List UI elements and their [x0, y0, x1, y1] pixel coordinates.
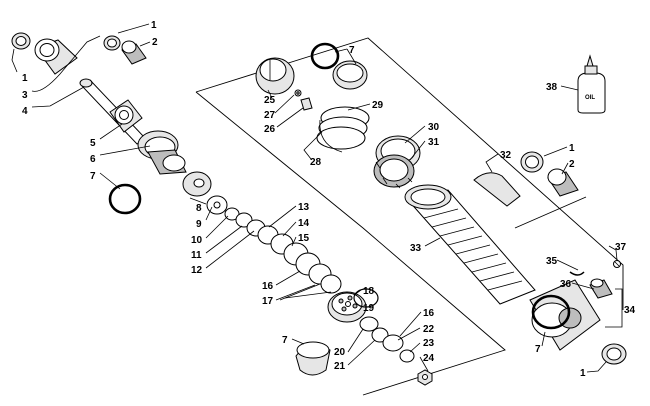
callout-7: 7 [535, 344, 541, 355]
callout-5: 5 [90, 138, 96, 149]
bushing-1-top-left [11, 32, 31, 50]
callout-15: 15 [298, 233, 310, 244]
callout-12: 12 [191, 265, 203, 276]
spacer-2 [121, 40, 147, 65]
callout-18: 18 [363, 286, 375, 297]
callout-6: 6 [90, 154, 96, 165]
callout-29: 29 [372, 100, 384, 111]
washer-8 [182, 171, 212, 197]
piston-stack [182, 171, 433, 386]
callout-23: 23 [423, 338, 435, 349]
shim-20 [359, 316, 379, 332]
washer-23 [399, 349, 415, 363]
callout-1: 1 [151, 20, 157, 31]
callout-25: 25 [264, 95, 276, 106]
bushing-sleeve-3 [34, 38, 78, 75]
callout-2: 2 [569, 159, 575, 170]
screw-37 [613, 260, 621, 268]
callout-labels: 1 2 1 3 4 5 6 7 8 9 10 11 12 13 14 15 16… [22, 20, 636, 379]
callout-28: 28 [310, 157, 322, 168]
callout-21: 21 [334, 361, 346, 372]
callout-14: 14 [298, 218, 310, 229]
snap-ring-35 [569, 271, 585, 276]
shaft-seal-head-6 [137, 130, 187, 175]
oil-bottle-38: OIL [577, 54, 606, 114]
o-ring-7-top [310, 42, 340, 70]
callout-20: 20 [334, 347, 346, 358]
shock-body-33 [404, 184, 536, 305]
callout-36: 36 [560, 279, 572, 290]
callout-33: 33 [410, 243, 422, 254]
callout-10: 10 [191, 235, 203, 246]
spring-adjuster-30 [373, 135, 421, 189]
o-ring-7-bottom-right [531, 294, 571, 330]
bladder-29-28 [316, 106, 370, 153]
callout-9: 9 [196, 219, 202, 230]
valve-36 [589, 278, 613, 299]
callout-1: 1 [580, 368, 586, 379]
oil-label-text: OIL [585, 95, 595, 101]
callout-38: 38 [546, 82, 558, 93]
piston-18 [327, 291, 367, 323]
callout-30: 30 [428, 122, 440, 133]
bump-cap-32 [473, 172, 521, 207]
callout-35: 35 [546, 256, 558, 267]
callout-7: 7 [349, 45, 355, 56]
callout-3: 3 [22, 90, 28, 101]
callout-34: 34 [624, 305, 636, 316]
callout-22: 22 [423, 324, 435, 335]
bushing-1-bottom-right [601, 343, 627, 365]
lower-eyelet-body [529, 279, 601, 351]
o-ring-7-left [108, 183, 142, 215]
callout-11: 11 [191, 250, 202, 261]
callout-16: 16 [423, 308, 435, 319]
seal-ring-7-top [332, 60, 368, 90]
callout-8: 8 [196, 203, 202, 214]
callout-32: 32 [500, 150, 512, 161]
piston-ring-19 [353, 288, 379, 308]
valve-stem-26 [300, 97, 313, 111]
shock-body-knurling [423, 208, 523, 291]
bushing-1-right [520, 151, 544, 173]
callout-37: 37 [615, 242, 627, 253]
callout-4: 4 [22, 106, 28, 117]
bushing-1-small [103, 35, 121, 51]
reservoir-cap-25 [255, 57, 295, 95]
shaft-eye-5 [109, 99, 143, 133]
nut-24 [417, 369, 433, 386]
callout-24: 24 [423, 353, 435, 364]
callout-19: 19 [363, 303, 375, 314]
callout-13: 13 [298, 202, 310, 213]
callout-7: 7 [90, 171, 96, 182]
callout-17: 17 [262, 296, 274, 307]
callout-1: 1 [569, 143, 575, 154]
callout-27: 27 [264, 110, 276, 121]
shim-17b [320, 274, 342, 294]
callout-31: 31 [428, 137, 440, 148]
cap-7-bottom [295, 341, 331, 376]
callout-26: 26 [264, 124, 276, 135]
spacer-2-right [547, 168, 579, 197]
callout-2: 2 [152, 37, 158, 48]
callout-1: 1 [22, 73, 28, 84]
leader-lines [11, 23, 623, 373]
callout-16: 16 [262, 281, 274, 292]
shim-21 [371, 327, 389, 343]
valve-27 [294, 89, 302, 97]
washer-9 [206, 195, 228, 215]
callout-7: 7 [282, 335, 288, 346]
washer-22 [382, 334, 404, 352]
